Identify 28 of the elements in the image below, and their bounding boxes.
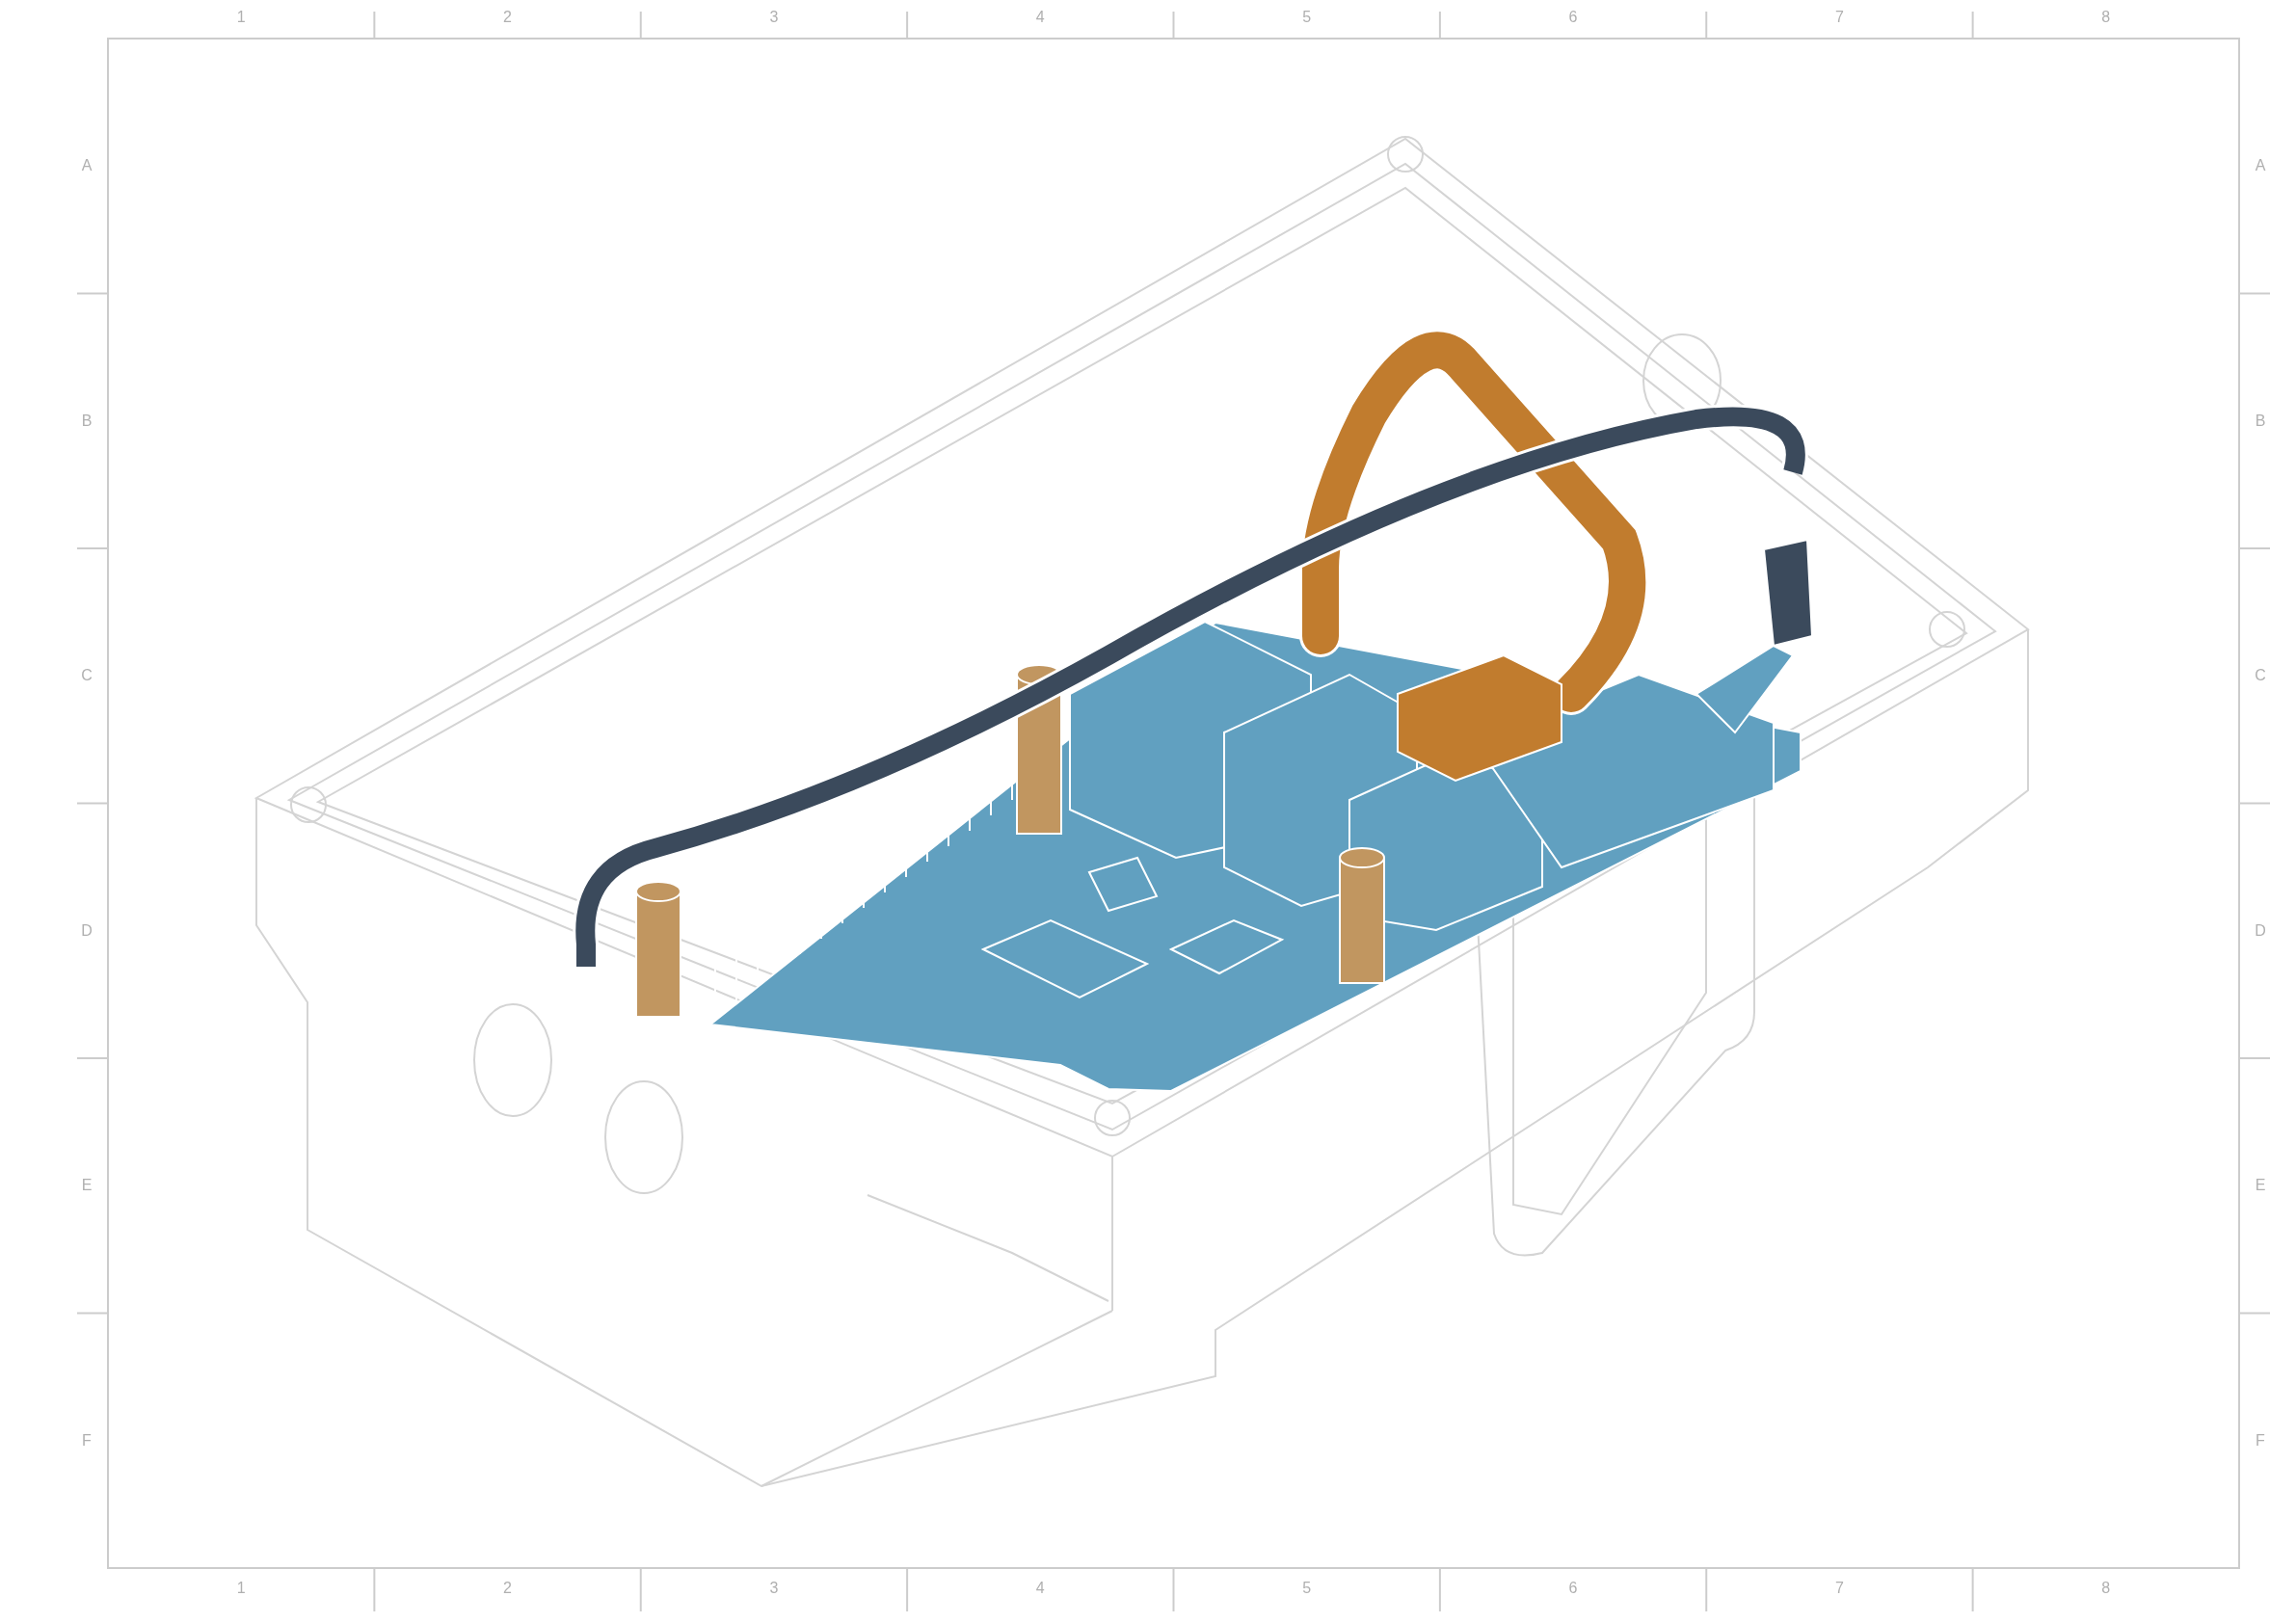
grid-reference: F xyxy=(2256,1432,2265,1449)
grid-reference: 7 xyxy=(1835,10,1844,25)
grid-reference: A xyxy=(2255,158,2266,174)
grid-reference: 8 xyxy=(2101,10,2111,25)
grid-reference: 4 xyxy=(1035,1581,1045,1596)
grid-reference: 3 xyxy=(769,10,779,25)
grid-reference: E xyxy=(81,1178,93,1194)
grid-reference: 1 xyxy=(236,1581,246,1596)
grid-reference: 7 xyxy=(1835,1581,1844,1596)
grid-reference: B xyxy=(81,412,93,429)
grid-reference: 1 xyxy=(236,10,246,25)
grid-reference: D xyxy=(2255,922,2266,939)
grid-reference: C xyxy=(81,668,93,684)
grid-reference: 5 xyxy=(1302,10,1312,25)
grid-reference: A xyxy=(81,158,93,174)
grid-reference: 2 xyxy=(503,1581,512,1596)
grid-reference: 3 xyxy=(769,1581,779,1596)
grid-reference: B xyxy=(2255,412,2266,429)
grid-reference: 5 xyxy=(1302,1581,1312,1596)
grid-reference: 4 xyxy=(1035,10,1045,25)
grid-reference: 8 xyxy=(2101,1581,2111,1596)
grid-reference: F xyxy=(82,1432,92,1449)
grid-reference: 6 xyxy=(1568,1581,1578,1596)
grid-reference: 2 xyxy=(503,10,512,25)
grid-reference: 6 xyxy=(1568,10,1578,25)
grid-reference: E xyxy=(2255,1178,2266,1194)
grid-reference: C xyxy=(2255,668,2266,684)
grid-reference: D xyxy=(81,922,93,939)
